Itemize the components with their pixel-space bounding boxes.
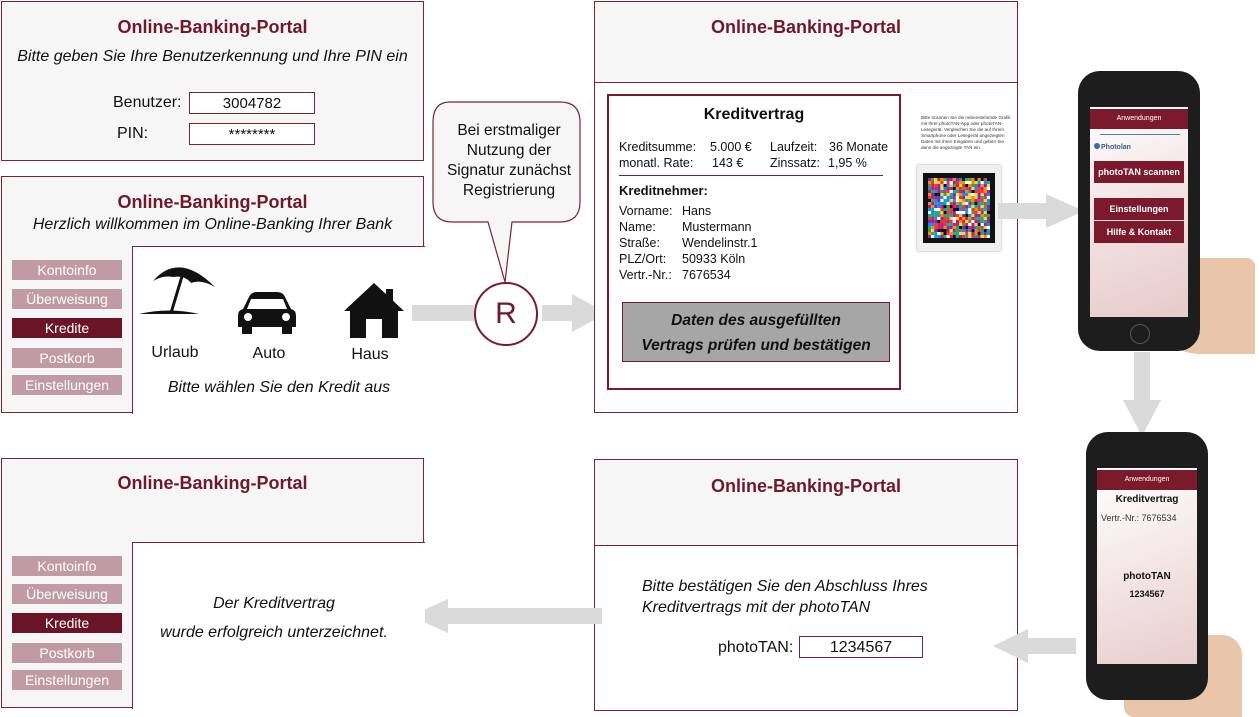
phototan-input[interactable]: 1234567 — [799, 636, 923, 658]
rate-value: 143 € — [712, 156, 743, 170]
loan-selection-area: Urlaub Auto Haus Bitte wählen Sie den Kr… — [132, 246, 425, 414]
phone-2-screen: Anwendungen Kreditvertrag Vertr.-Nr.: 76… — [1097, 468, 1197, 664]
street-label: Straße: — [619, 236, 660, 250]
nav-ueberweisung[interactable]: Überweisung — [12, 289, 122, 309]
car-icon[interactable] — [237, 291, 297, 335]
portal-title: Online-Banking-Portal — [2, 192, 423, 213]
loan-label-urlaub: Urlaub — [135, 344, 215, 362]
contract-panel-header: Online-Banking-Portal — [595, 2, 1017, 83]
arrow-left-1 — [408, 598, 604, 638]
success-message-area: Der Kreditvertrag wurde erfolgreich unte… — [132, 542, 425, 709]
loan-label-auto: Auto — [229, 345, 309, 363]
contract-no-label: Vertr.-Nr.: — [619, 268, 672, 282]
confirmation-panel-header: Online-Banking-Portal — [595, 460, 1017, 546]
house-icon[interactable] — [342, 281, 406, 339]
phone-2: Anwendungen Kreditvertrag Vertr.-Nr.: 76… — [1086, 432, 1208, 700]
nav-kontoinfo[interactable]: Kontoinfo — [12, 556, 122, 576]
phone-1-screen: Anwendungen Photolan photoTAN scannen Ei… — [1090, 107, 1188, 317]
nav-postkorb[interactable]: Postkorb — [12, 643, 122, 663]
scan-instruction: Bitte scannen Sie die nebenstehende Graf… — [921, 115, 1011, 151]
portal-title: Online-Banking-Portal — [2, 473, 423, 494]
loan-label-haus: Haus — [330, 346, 410, 364]
select-loan-hint: Bitte wählen Sie den Kredit aus — [133, 379, 425, 397]
confirm-text-line-2: Kreditvertrags mit der photoTAN — [642, 599, 870, 617]
phone-1-header: Anwendungen — [1090, 109, 1188, 129]
arrow-left-2 — [992, 628, 1078, 668]
name-label: Name: — [619, 220, 656, 234]
signature-symbol: R — [476, 284, 536, 344]
success-panel: Online-Banking-Portal Kontoinfo Überweis… — [1, 458, 424, 708]
phone-2-tan-value: 1234567 — [1097, 589, 1197, 599]
interest-value: 1,95 % — [828, 156, 867, 170]
confirm-text-line-1: Bitte bestätigen Sie den Abschluss Ihres — [642, 578, 928, 596]
nav-einstellungen[interactable]: Einstellungen — [12, 375, 122, 395]
phone-1-line — [1100, 134, 1180, 135]
phone-2-title: Kreditvertrag — [1097, 494, 1197, 505]
confirm-line-2: Vertrags prüfen und bestätigen — [623, 333, 889, 358]
photolan-logo-icon — [1094, 143, 1100, 149]
name-value: Mustermann — [682, 220, 751, 234]
vorname-label: Vorname: — [619, 204, 673, 218]
callout-text: Bei erstmaliger Nutzung der Signatur zun… — [436, 121, 582, 201]
term-value: 36 Monate — [829, 140, 888, 154]
contract-divider — [619, 175, 883, 176]
nav-kredite[interactable]: Kredite — [12, 318, 122, 338]
street-value: Wendelinstr.1 — [682, 236, 758, 250]
beach-umbrella-icon[interactable] — [139, 257, 219, 317]
phototan-mosaic-graphic — [928, 178, 990, 238]
arrow-right-2 — [998, 193, 1086, 233]
phone-help-button[interactable]: Hilfe & Kontakt — [1094, 221, 1184, 243]
portal-title: Online-Banking-Portal — [595, 476, 1017, 497]
phototan-mosaic — [923, 173, 995, 243]
nav-postkorb[interactable]: Postkorb — [12, 348, 122, 368]
phone-1-brand: Photolan — [1094, 143, 1131, 151]
phone-1: Anwendungen Photolan photoTAN scannen Ei… — [1078, 71, 1200, 351]
rate-label: monatl. Rate: — [619, 156, 693, 170]
welcome-subtitle: Herzlich willkommen im Online-Banking Ih… — [2, 216, 423, 234]
vorname-value: Hans — [682, 204, 711, 218]
sum-value: 5.000 € — [710, 140, 752, 154]
phototan-scan-button[interactable]: photoTAN scannen — [1094, 161, 1184, 183]
contract-title: Kreditvertrag — [609, 106, 899, 124]
portal-title: Online-Banking-Portal — [2, 17, 423, 38]
contract-document: Kreditvertrag Kreditsumme: 5.000 € Laufz… — [607, 94, 901, 390]
city-value: 50933 Köln — [682, 252, 745, 266]
confirm-data-button[interactable]: Daten des ausgefüllten Vertrags prüfen u… — [622, 302, 890, 362]
pin-label: PIN: — [117, 125, 148, 143]
phone-2-header: Anwendungen — [1097, 470, 1197, 490]
phone-2-tan-label: photoTAN — [1097, 571, 1197, 582]
phone-2-contract-line: Vertr.-Nr.: 7676534 — [1101, 513, 1177, 523]
success-line-1: Der Kreditvertrag — [133, 595, 415, 613]
contract-panel: Online-Banking-Portal Kreditvertrag Kred… — [594, 1, 1018, 413]
arrow-down — [1122, 352, 1162, 438]
phone-settings-button[interactable]: Einstellungen — [1094, 198, 1184, 220]
contract-no-value: 7676534 — [682, 268, 731, 282]
nav-kontoinfo[interactable]: Kontoinfo — [12, 260, 122, 280]
user-input[interactable]: 3004782 — [189, 92, 315, 114]
phototan-mosaic-frame — [917, 165, 1001, 251]
confirm-line-1: Daten des ausgefüllten — [623, 308, 889, 333]
confirmation-panel: Online-Banking-Portal Bitte bestätigen S… — [594, 459, 1018, 711]
pin-input[interactable]: ******** — [189, 123, 315, 145]
phototan-label: photoTAN: — [718, 639, 793, 657]
success-line-2: wurde erfolgreich unterzeichnet. — [133, 624, 415, 642]
welcome-panel: Online-Banking-Portal Herzlich willkomme… — [1, 176, 424, 413]
user-label: Benutzer: — [113, 94, 181, 112]
sum-label: Kreditsumme: — [619, 140, 696, 154]
phone-1-home-button[interactable] — [1130, 324, 1150, 344]
term-label: Laufzeit: — [770, 140, 817, 154]
signature-badge[interactable]: R — [474, 282, 538, 346]
interest-label: Zinssatz: — [770, 156, 820, 170]
portal-title: Online-Banking-Portal — [595, 17, 1017, 38]
phone-1-brand-text: Photolan — [1101, 144, 1131, 151]
city-label: PLZ/Ort: — [619, 252, 666, 266]
nav-kredite[interactable]: Kredite — [12, 613, 122, 633]
nav-ueberweisung[interactable]: Überweisung — [12, 584, 122, 604]
nav-einstellungen[interactable]: Einstellungen — [12, 670, 122, 690]
borrower-heading: Kreditnehmer: — [619, 183, 708, 198]
login-instruction: Bitte geben Sie Ihre Benutzerkennung und… — [2, 48, 423, 66]
login-panel: Online-Banking-Portal Bitte geben Sie Ih… — [1, 1, 424, 161]
